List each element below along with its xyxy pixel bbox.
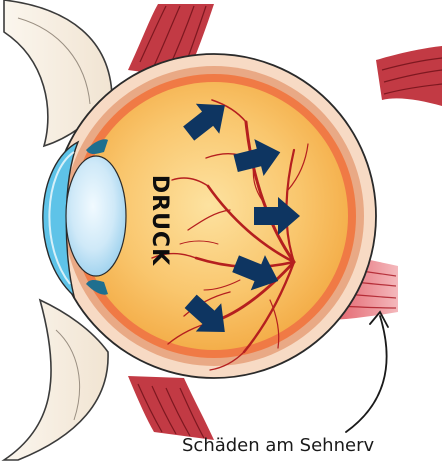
- curved-callout-arrow-icon: [346, 312, 388, 432]
- optic-nerve-damage-caption: Schäden am Sehnerv: [182, 432, 440, 460]
- lower-eye-muscle: [128, 376, 214, 440]
- lens: [66, 156, 126, 276]
